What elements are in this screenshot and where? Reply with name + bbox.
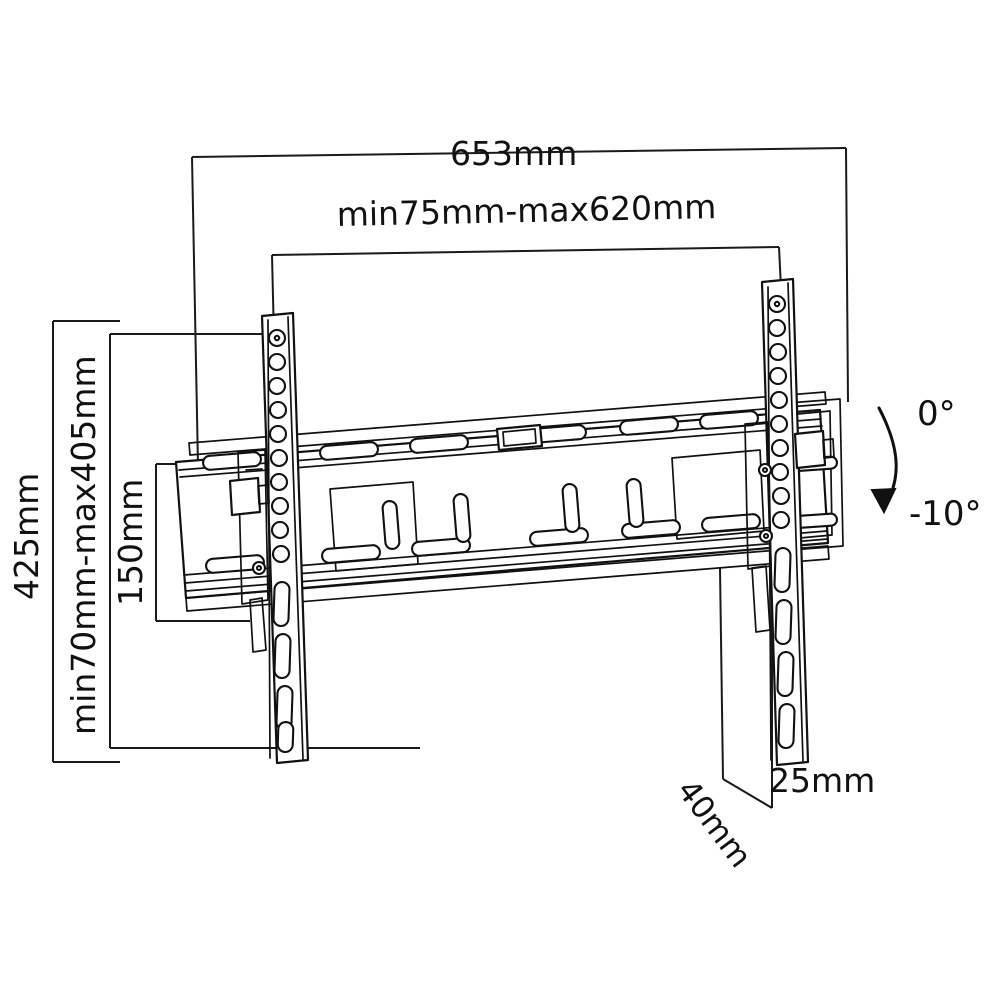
wall-plate-slots-upper	[202, 410, 759, 471]
label-height-range: min70mm-max405mm	[64, 355, 103, 735]
dimension-40mm-leader	[719, 567, 773, 809]
label-width-range: min75mm-max620mm	[336, 187, 716, 234]
right-arm-holes	[767, 294, 791, 530]
dimension-425mm-line	[52, 320, 120, 763]
dimension-653mm-line	[191, 147, 849, 519]
label-angle-minus-ten: -10°	[909, 494, 982, 534]
label-width-653mm: 653mm	[450, 134, 577, 173]
label-depth-40mm: 40mm	[670, 773, 759, 874]
right-tilt-knob	[793, 429, 835, 470]
left-arm-slots	[272, 580, 295, 754]
center-clip-tab	[495, 423, 544, 452]
right-arm-slots	[773, 546, 796, 750]
left-tilt-knob	[228, 476, 270, 517]
left-arm-holes	[267, 328, 291, 564]
label-angle-zero: 0°	[917, 394, 956, 434]
dimension-min70-max405-line	[109, 333, 420, 749]
label-depth-25mm: 25mm	[769, 761, 875, 800]
tilt-angle-arc	[870, 406, 898, 515]
wall-plate-vertical-slots	[381, 478, 645, 550]
left-vertical-arm	[228, 311, 310, 765]
label-plate-height-150mm: 150mm	[111, 479, 150, 606]
right-vertical-arm	[744, 277, 835, 767]
label-height-425mm: 425mm	[7, 473, 46, 600]
